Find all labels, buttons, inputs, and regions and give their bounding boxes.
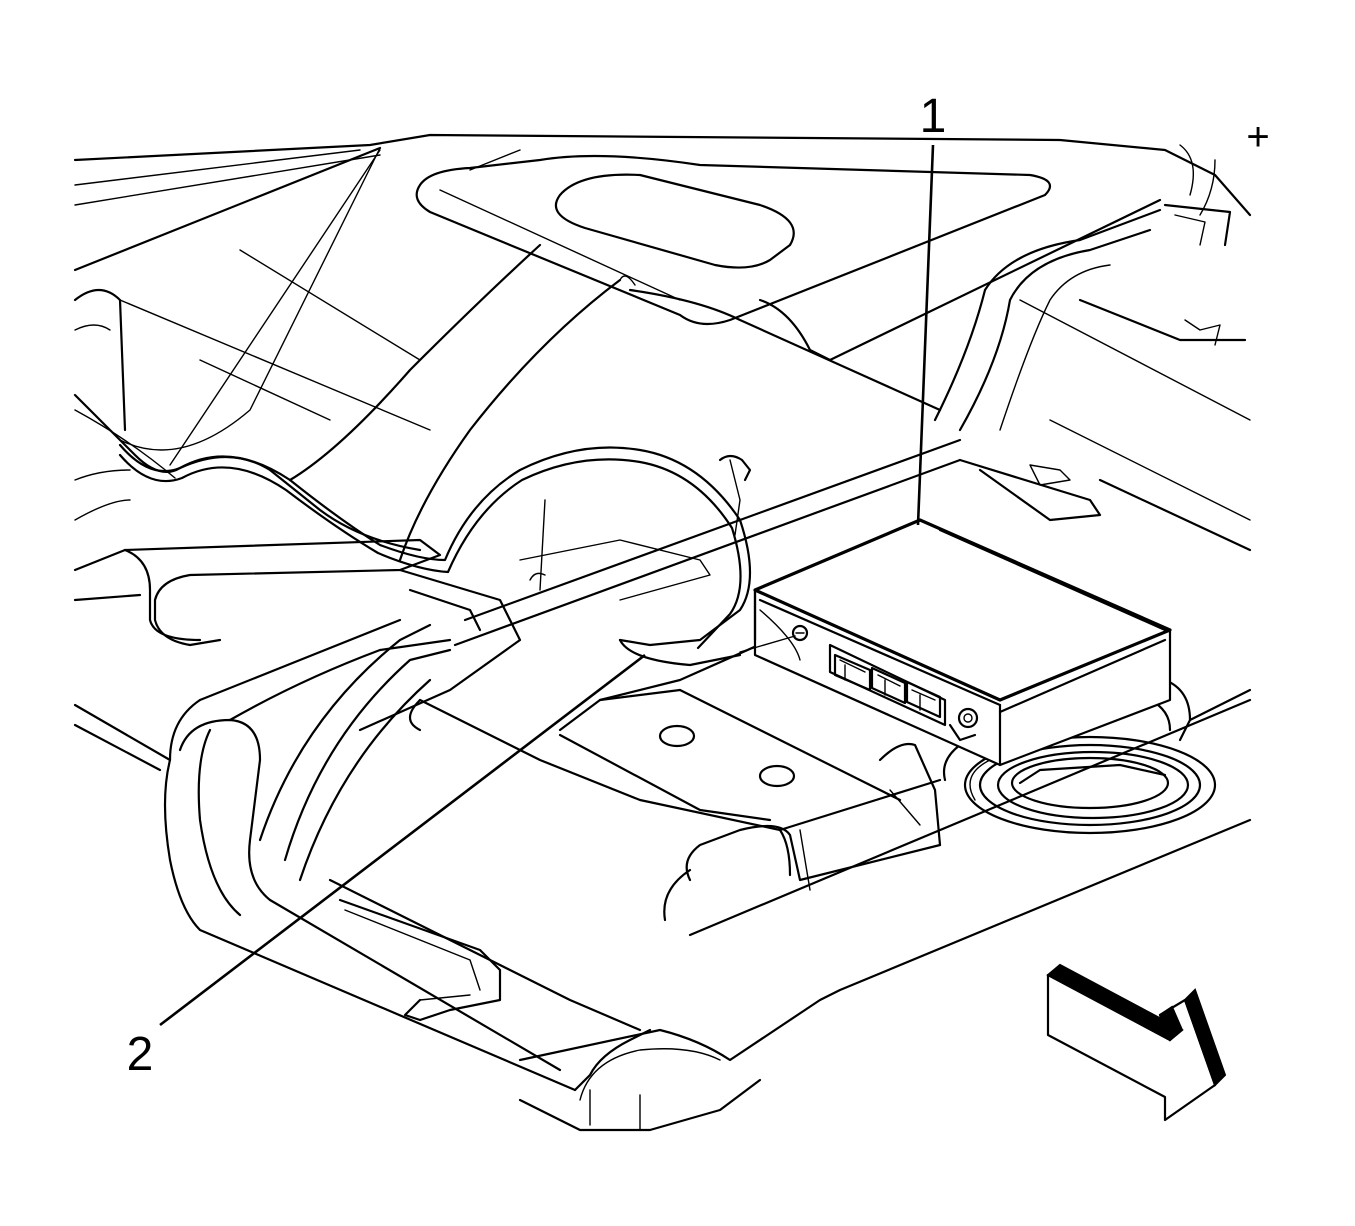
- callout-2-leader: [159, 653, 646, 1027]
- module-fastener: [739, 624, 809, 653]
- center-tunnel: [288, 144, 1232, 562]
- right-side-rail: [933, 208, 1252, 552]
- floor-grommet: [942, 678, 1252, 835]
- callout-1-leader: [916, 144, 935, 526]
- front-direction-arrow-icon: [1046, 963, 1227, 1122]
- floor-rails: [73, 438, 962, 732]
- roof-opening: [415, 149, 1052, 326]
- lower-floor-panel: [73, 618, 1252, 1132]
- module-connectors: [828, 643, 947, 727]
- callout-2-label: 2: [127, 1028, 154, 1081]
- plus-mark: +: [1246, 115, 1269, 159]
- callout-1-label: 1: [920, 90, 947, 143]
- callout-2: 2: [127, 653, 646, 1081]
- control-module: [753, 518, 1172, 767]
- callout-1: 1: [916, 90, 947, 526]
- floor-pan: [408, 638, 1252, 937]
- wire-harness: [118, 443, 752, 667]
- seat-bracket: [338, 898, 502, 1022]
